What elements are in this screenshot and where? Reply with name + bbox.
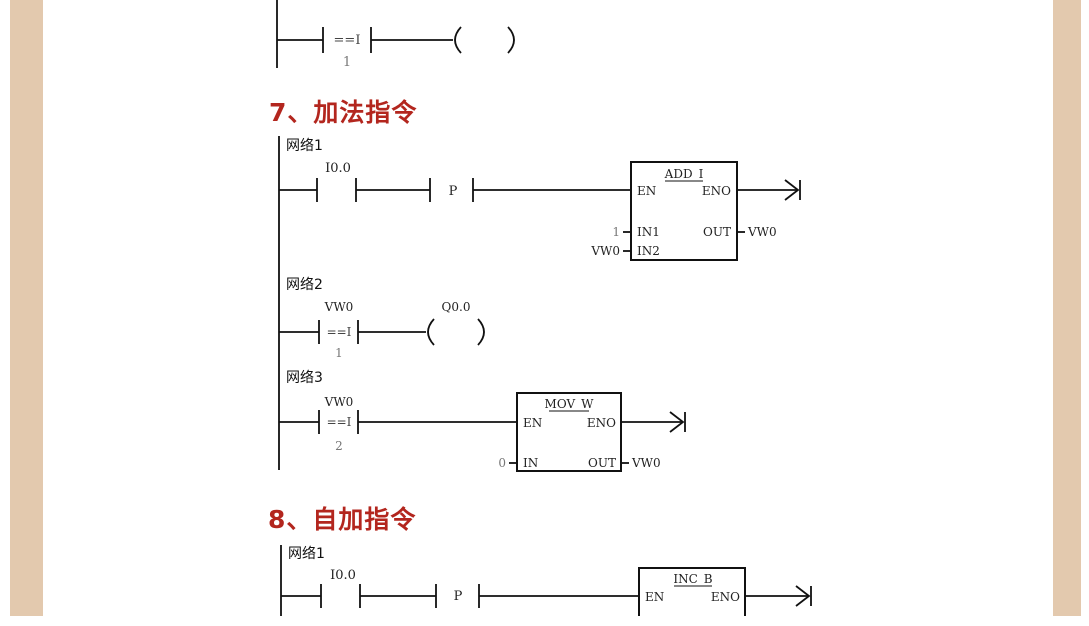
sec7-net2-contact-const: 1	[335, 346, 343, 360]
sec7-mov-w-out-value: VW0	[631, 456, 661, 470]
sec8-network-1: 网络1 I0.0 P INC_B EN ENO	[281, 546, 812, 616]
sec7-net1-edge-label: P	[449, 184, 458, 199]
ladder-diagrams: ==I 1 网络1 I0.0 P ADD_I EN ENO 1	[276, 0, 812, 616]
prev-network: ==I 1	[276, 0, 515, 70]
prev-coil-right	[507, 26, 515, 54]
sec7-net2-coil-left	[427, 318, 435, 346]
sec7-mov-w-block	[516, 392, 622, 472]
sec7-net2-contact-address: VW0	[324, 300, 354, 314]
document-page: ==I 1 网络1 I0.0 P ADD_I EN ENO 1	[43, 0, 1053, 616]
sec7-net3-contact-const: 2	[335, 439, 343, 453]
sec7-add-i-out: OUT	[703, 225, 731, 239]
sec8-net1-label: 网络1	[288, 546, 325, 562]
section-7-heading: 7、加法指令	[269, 98, 418, 127]
sec7-mov-w-en: EN	[523, 416, 542, 430]
sec7-mov-w-in-value: 0	[498, 456, 506, 470]
sec7-network-1: 网络1 I0.0 P ADD_I EN ENO 1 IN1 VW0 IN2 OU…	[279, 138, 801, 261]
prev-contact-op: ==I	[334, 33, 361, 48]
sec8-net1-contact-address: I0.0	[330, 568, 356, 583]
sec8-inc-b-en: EN	[645, 590, 664, 604]
frame-left	[0, 0, 10, 626]
sec7-network-3: 网络3 VW0 ==I 2 MOV_W EN ENO 0 IN OUT VW0	[279, 370, 686, 472]
sec7-net2-contact-op: ==I	[327, 325, 352, 339]
sec7-net1-contact-address: I0.0	[325, 161, 351, 176]
sec7-add-i-eno: ENO	[702, 184, 731, 198]
sec8-net1-output-arrow	[795, 585, 811, 607]
frame-bottom	[0, 616, 1089, 626]
sec7-add-i-en: EN	[637, 184, 656, 198]
sec7-net3-output-arrow	[669, 411, 685, 433]
sec7-network-2: 网络2 VW0 ==I 1 Q0.0	[279, 277, 485, 360]
sec8-net1-edge-label: P	[454, 589, 463, 604]
sec7-add-i-out-value: VW0	[747, 225, 777, 239]
prev-contact-const: 1	[343, 55, 351, 70]
sec7-mov-w-name: MOV_W	[545, 397, 595, 411]
sec7-mov-w-eno: ENO	[587, 416, 616, 430]
sec7-add-i-in2-value: VW0	[590, 244, 620, 258]
sec7-mov-w-out: OUT	[588, 456, 616, 470]
section-8-heading: 8、自加指令	[268, 505, 417, 534]
sec7-net3-contact-address: VW0	[324, 395, 354, 409]
frame-right	[1081, 0, 1089, 626]
prev-coil-left	[454, 26, 462, 54]
sec8-inc-b-eno: ENO	[711, 590, 740, 604]
sec7-mov-w-in: IN	[523, 456, 538, 470]
sec8-inc-b-block	[638, 567, 746, 616]
sec7-net2-coil-right	[477, 318, 485, 346]
sec7-net2-label: 网络2	[286, 277, 323, 293]
sec7-net2-coil-address: Q0.0	[442, 300, 471, 314]
sec7-net3-label: 网络3	[286, 370, 323, 386]
sec7-net1-label: 网络1	[286, 138, 323, 154]
sec7-add-i-in1: IN1	[637, 225, 660, 239]
sec7-add-i-name: ADD_I	[664, 167, 704, 181]
sec8-inc-b-name: INC_B	[673, 572, 712, 586]
sec7-add-i-block	[630, 161, 738, 261]
sec7-net3-contact-op: ==I	[327, 415, 352, 429]
sec7-net1-output-arrow	[784, 179, 800, 201]
sec7-add-i-in1-value: 1	[612, 225, 620, 239]
sec7-add-i-in2: IN2	[637, 244, 660, 258]
